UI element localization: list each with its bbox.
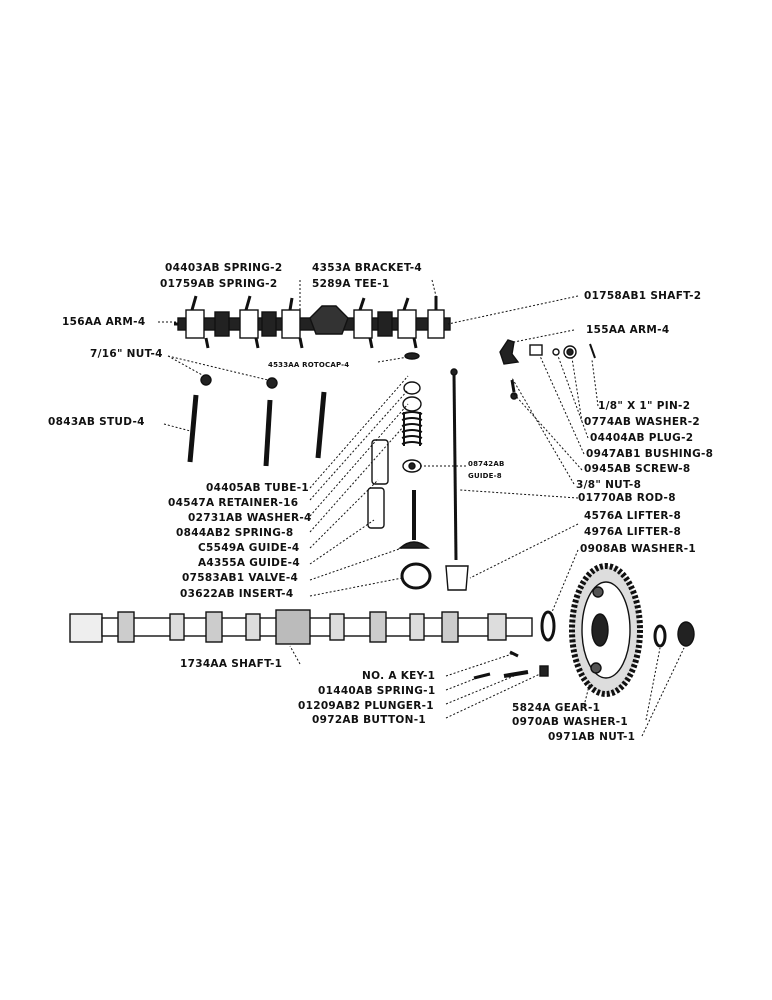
- label-gear: 5824A GEAR-1: [512, 702, 601, 714]
- label-arm-4-left: 156AA ARM-4: [62, 316, 146, 328]
- label-spring-8: 0844AB2 SPRING-8: [176, 527, 294, 539]
- camshaft: [69, 609, 533, 645]
- label-lifter-a: 4576A LIFTER-8: [584, 510, 682, 522]
- label-spring-2b: 01759AB SPRING-2: [160, 278, 278, 290]
- label-nut-1: 0971AB NUT-1: [548, 731, 636, 743]
- label-button: 0972AB BUTTON-1: [312, 714, 426, 726]
- label-guide-8: 08742AB GUIDE-8: [468, 460, 505, 480]
- label-plunger: 01209AB2 PLUNGER-1: [298, 700, 434, 712]
- label-washer-2: 0774AB WASHER-2: [584, 416, 701, 428]
- label-bushing: 0947AB1 BUSHING-8: [586, 448, 714, 460]
- label-washer-1: 0908AB WASHER-1: [580, 543, 697, 555]
- label-pin: 1/8" X 1" PIN-2: [598, 400, 691, 412]
- label-rod: 01770AB ROD-8: [578, 492, 676, 504]
- label-spring-2a: 04403AB SPRING-2: [165, 262, 283, 274]
- label-tube: 04405AB TUBE-1: [206, 482, 310, 494]
- label-arm-4-right: 155AA ARM-4: [586, 324, 670, 336]
- label-guide-c: C5549A GUIDE-4: [198, 542, 300, 554]
- label-nut-4: 7/16" NUT-4: [90, 348, 163, 360]
- label-valve: 07583AB1 VALVE-4: [182, 572, 299, 584]
- label-screw: 0945AB SCREW-8: [584, 463, 691, 475]
- label-insert: 03622AB INSERT-4: [180, 588, 294, 600]
- cam-gear: [569, 563, 643, 697]
- label-rotocap: 4533AA ROTOCAP-4: [268, 361, 350, 369]
- label-shaft-2: 01758AB1 SHAFT-2: [584, 290, 702, 302]
- label-key: NO. A KEY-1: [362, 670, 436, 682]
- label-guide-a: A4355A GUIDE-4: [198, 557, 300, 569]
- rocker-arm-detail: [499, 339, 596, 400]
- label-camshaft: 1734AA SHAFT-1: [180, 658, 283, 670]
- label-lifter-b: 4976A LIFTER-8: [584, 526, 682, 538]
- label-stud: 0843AB STUD-4: [48, 416, 145, 428]
- label-bracket: 4353A BRACKET-4: [312, 262, 423, 274]
- label-washer-1b: 0970AB WASHER-1: [512, 716, 629, 728]
- rocker-shaft-assembly: [174, 295, 451, 349]
- label-washer-4: 02731AB WASHER-4: [188, 512, 312, 524]
- label-tee: 5289A TEE-1: [312, 278, 390, 290]
- label-retainer: 04547A RETAINER-16: [168, 497, 299, 509]
- label-nut-8: 3/8" NUT-8: [576, 479, 642, 491]
- label-plug: 04404AB PLUG-2: [590, 432, 694, 444]
- label-spring-1: 01440AB SPRING-1: [318, 685, 436, 697]
